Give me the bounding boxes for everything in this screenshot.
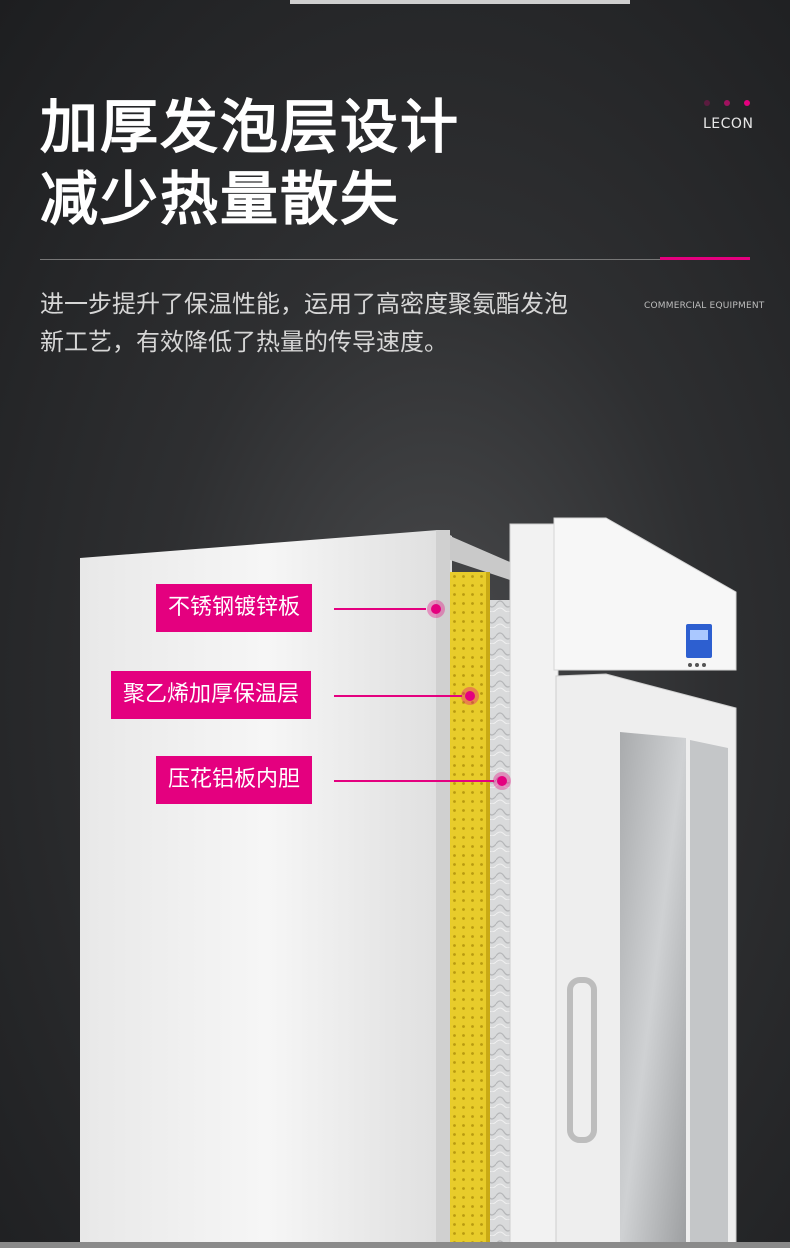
divider-accent — [660, 257, 750, 260]
hotspot-dot-icon — [461, 687, 479, 705]
control-button-icon — [695, 663, 699, 667]
bottom-bar — [0, 1242, 790, 1248]
brand-dot-1 — [704, 100, 710, 106]
layer-label-insulation: 聚乙烯加厚保温层 — [111, 671, 312, 719]
display-screen — [690, 630, 708, 640]
door-handle-icon — [567, 977, 597, 1143]
outer-steel-panel — [80, 530, 452, 1248]
insulation-edge — [486, 572, 490, 1248]
brand-dot-3 — [744, 100, 750, 106]
hotspot-dot-icon — [427, 600, 445, 618]
refrigerator-cutaway-icon — [80, 517, 737, 1248]
control-button-icon — [702, 663, 706, 667]
leader-line-liner — [334, 780, 494, 782]
glass-panel — [620, 732, 686, 1248]
brand-dots-icon — [704, 100, 754, 108]
layer-label-steel: 不锈钢镀锌板 — [156, 584, 313, 632]
glass-panel-right — [690, 740, 728, 1248]
panel-edge — [436, 530, 450, 1248]
leader-line-steel — [334, 608, 426, 610]
english-tag: COMMERCIAL EQUIPMENT — [644, 301, 765, 311]
headline-line-1: 加厚发泡层设计 — [40, 93, 461, 161]
hotspot-dot-icon — [493, 772, 511, 790]
brand-logo: LECON — [703, 116, 754, 132]
brand-dot-2 — [724, 100, 730, 106]
divider-line — [40, 259, 660, 260]
panel-top-edge — [450, 536, 510, 580]
layer-label-liner: 压花铝板内胆 — [156, 756, 313, 804]
description-line-1: 进一步提升了保温性能，运用了高密度聚氨酯发泡 — [40, 290, 568, 318]
control-button-icon — [688, 663, 692, 667]
aluminium-liner — [490, 600, 510, 1248]
top-accent-bar — [290, 0, 630, 4]
cabinet-side — [509, 523, 559, 1248]
insulation-foam-layer — [450, 572, 490, 1248]
headline-line-2: 减少热量散失 — [40, 165, 401, 233]
control-display-icon — [686, 624, 712, 658]
leader-line-insulation — [334, 695, 462, 697]
description-line-2: 新工艺，有效降低了热量的传导速度。 — [40, 328, 448, 356]
